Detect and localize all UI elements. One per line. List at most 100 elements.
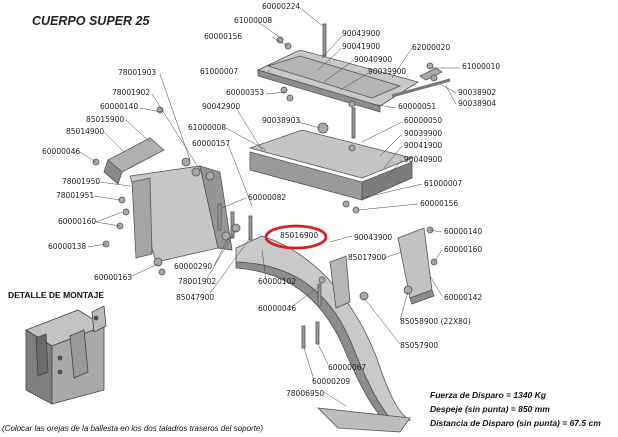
part-label: 60000224 [262, 2, 301, 11]
leader-line [99, 181, 131, 187]
leader-line [317, 47, 343, 71]
leaf-spring-side [361, 161, 413, 201]
bolt [315, 321, 320, 345]
nut [191, 167, 201, 177]
bolt [317, 283, 322, 307]
leader-line [87, 243, 107, 248]
leader-line [339, 71, 371, 91]
part-label: 78001902 [112, 88, 151, 97]
part-label: 60000160 [444, 245, 483, 254]
side-plate [329, 255, 351, 309]
bolt [301, 325, 306, 349]
leader-line [289, 285, 321, 309]
leader-line [257, 21, 285, 41]
bolt [351, 107, 356, 139]
leader-line [79, 151, 97, 163]
main-frame-flange [199, 165, 233, 251]
leader-line [383, 251, 403, 259]
part-label: 78001902 [178, 277, 217, 286]
part-label: 60000353 [226, 88, 265, 97]
nut [430, 74, 438, 82]
nut [359, 291, 369, 301]
part-label: 61000008 [234, 16, 273, 25]
right-bracket-side [409, 289, 435, 305]
part-label: 78001903 [118, 68, 157, 77]
leader-line [323, 391, 347, 407]
part-label: 90041900 [342, 42, 381, 51]
part-label: 90038902 [458, 88, 497, 97]
leader-line [321, 35, 343, 59]
leader-line [299, 7, 324, 27]
part-label: 61000010 [462, 62, 501, 71]
leader-line [95, 211, 123, 223]
upper-plate-edge [257, 69, 381, 113]
leader-line [261, 249, 267, 281]
part-label: 78006950 [286, 389, 325, 398]
part-label: 78001951 [56, 191, 95, 200]
nut [348, 144, 356, 152]
part-label: 90043900 [354, 233, 393, 242]
part-label: 60000140 [444, 227, 483, 236]
leader-line [235, 107, 263, 151]
nut [205, 171, 215, 181]
leader-line [225, 127, 267, 151]
part-label: 90042900 [202, 102, 241, 111]
leader-line [103, 131, 125, 153]
part-label: 90041900 [404, 141, 443, 150]
bolt [217, 203, 222, 231]
part-label: 85017900 [348, 253, 387, 262]
part-label: 90038903 [262, 116, 301, 125]
part-label: 61000007 [424, 179, 463, 188]
nut [158, 268, 166, 276]
leader-line [445, 85, 457, 105]
leader-line [383, 145, 403, 169]
part-label: 60000140 [100, 102, 139, 111]
part-label: 85014900 [66, 127, 105, 136]
spec-clearance: Despeje (sin punta) = 850 mm [430, 404, 550, 414]
nut [318, 276, 326, 284]
leader-line [361, 183, 423, 199]
spec-trigger-force: Fuerza de Disparo = 1340 Kg [430, 390, 546, 400]
diagram-title: CUERPO SUPER 25 [32, 14, 150, 28]
mounting-detail-image [25, 305, 107, 405]
leader-line [371, 103, 397, 109]
leader-line [151, 93, 201, 171]
part-label: 85058900 (22X80) [400, 317, 471, 326]
leader-line [323, 59, 355, 83]
part-label: 60000209 [312, 377, 351, 386]
part-label: 60000067 [328, 363, 367, 372]
leader-line [379, 133, 403, 157]
pin-bracket [419, 67, 443, 81]
pin-rod [391, 78, 451, 98]
part-label: 90040900 [404, 155, 443, 164]
leader-line [361, 121, 403, 143]
detail-heading: DETALLE DE MONTAJE [8, 290, 105, 300]
part-label: 90039900 [404, 129, 443, 138]
leader-line [399, 291, 409, 321]
leader-line [363, 297, 401, 345]
mounting-note: (Colocar las orejas de la ballesta en lo… [2, 424, 264, 433]
leader-line [297, 121, 321, 129]
nut [403, 285, 413, 295]
nut [280, 86, 288, 94]
part-label: 90043900 [342, 29, 381, 38]
leader-line [131, 263, 159, 277]
leader-line [213, 237, 229, 267]
part-label: 61000008 [188, 123, 227, 132]
part-label: 60000157 [192, 139, 231, 148]
leader-line [207, 237, 251, 297]
part-label: 60000046 [258, 304, 297, 313]
bolt [322, 23, 327, 57]
leader-line [385, 159, 403, 179]
leader-line [125, 119, 151, 143]
leader-line [429, 229, 443, 233]
part-label: 90038904 [458, 99, 497, 108]
bolt [248, 215, 253, 241]
nut [221, 231, 231, 241]
nut [286, 94, 294, 102]
leader-line [357, 203, 419, 211]
leader-line [159, 73, 191, 161]
nut [122, 208, 130, 216]
